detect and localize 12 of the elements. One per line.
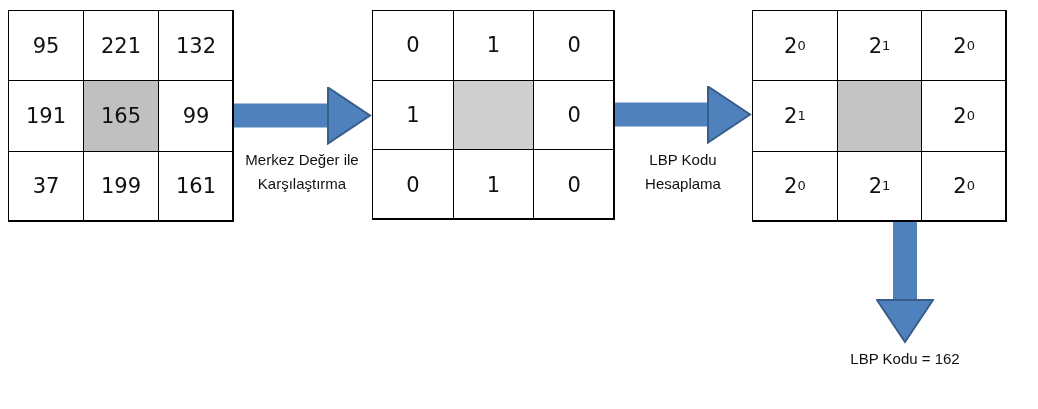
grid-table (752, 10, 1006, 221)
block-arrow (876, 221, 934, 343)
table-cell: 165 (83, 80, 159, 152)
shaded-cell (836, 80, 923, 152)
table-cell: 0 (533, 149, 615, 220)
block-arrow (614, 85, 751, 144)
shaded-cell (452, 79, 535, 151)
grid-table (372, 10, 614, 219)
table-cell: 161 (158, 150, 234, 222)
grid-table (8, 10, 233, 221)
table-cell: 2$^{0}$ (921, 150, 1007, 222)
block-arrow (233, 86, 371, 145)
